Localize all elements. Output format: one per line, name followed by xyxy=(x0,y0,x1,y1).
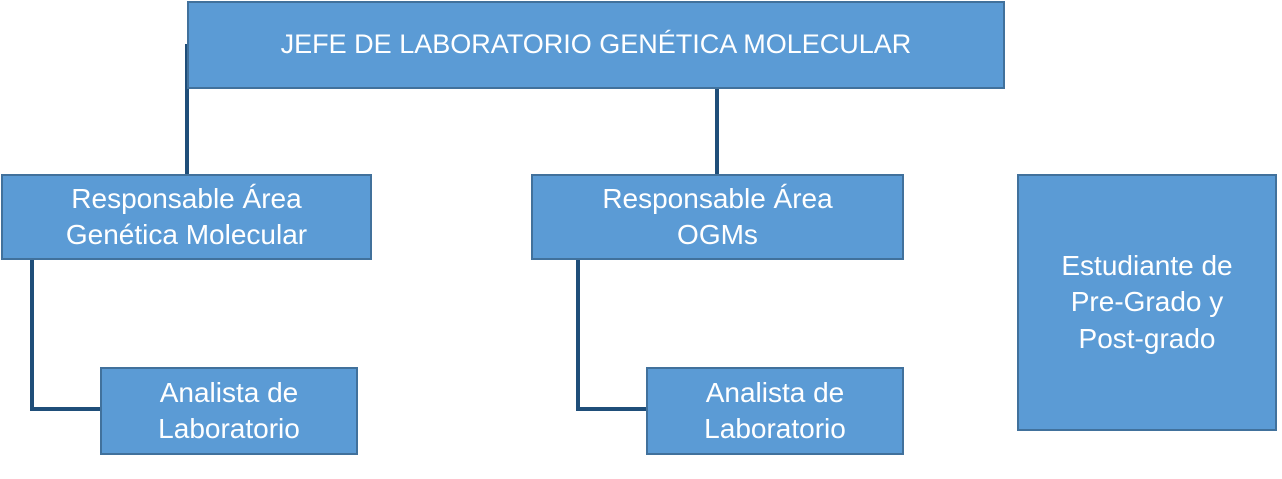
node-responsable-genetica-label: Responsable Área Genética Molecular xyxy=(65,182,308,250)
node-estudiante: Estudiante de Pre-Grado y Post-grado xyxy=(1017,174,1277,431)
connector-ogms-to-analista xyxy=(576,407,648,411)
connector-root-to-ogms xyxy=(715,89,719,175)
node-responsable-ogms-label: Responsable Área OGMs xyxy=(602,182,833,250)
connector-root-to-genetica xyxy=(185,44,189,175)
node-estudiante-label: Estudiante de Pre-Grado y Post-grado xyxy=(1061,249,1233,354)
node-analista-ogms-label: Analista de Laboratorio xyxy=(704,376,846,444)
connector-genetica-to-analista xyxy=(30,407,102,411)
node-analista-genetica: Analista de Laboratorio xyxy=(100,367,358,455)
node-jefe-laboratorio: JEFE DE LABORATORIO GENÉTICA MOLECULAR xyxy=(187,1,1005,89)
node-analista-genetica-label: Analista de Laboratorio xyxy=(158,376,300,444)
node-analista-ogms: Analista de Laboratorio xyxy=(646,367,904,455)
node-responsable-genetica: Responsable Área Genética Molecular xyxy=(1,174,372,260)
node-responsable-ogms: Responsable Área OGMs xyxy=(531,174,904,260)
node-jefe-laboratorio-label: JEFE DE LABORATORIO GENÉTICA MOLECULAR xyxy=(280,29,912,60)
connector-ogms-vertical xyxy=(576,260,580,411)
connector-genetica-vertical xyxy=(30,260,34,411)
